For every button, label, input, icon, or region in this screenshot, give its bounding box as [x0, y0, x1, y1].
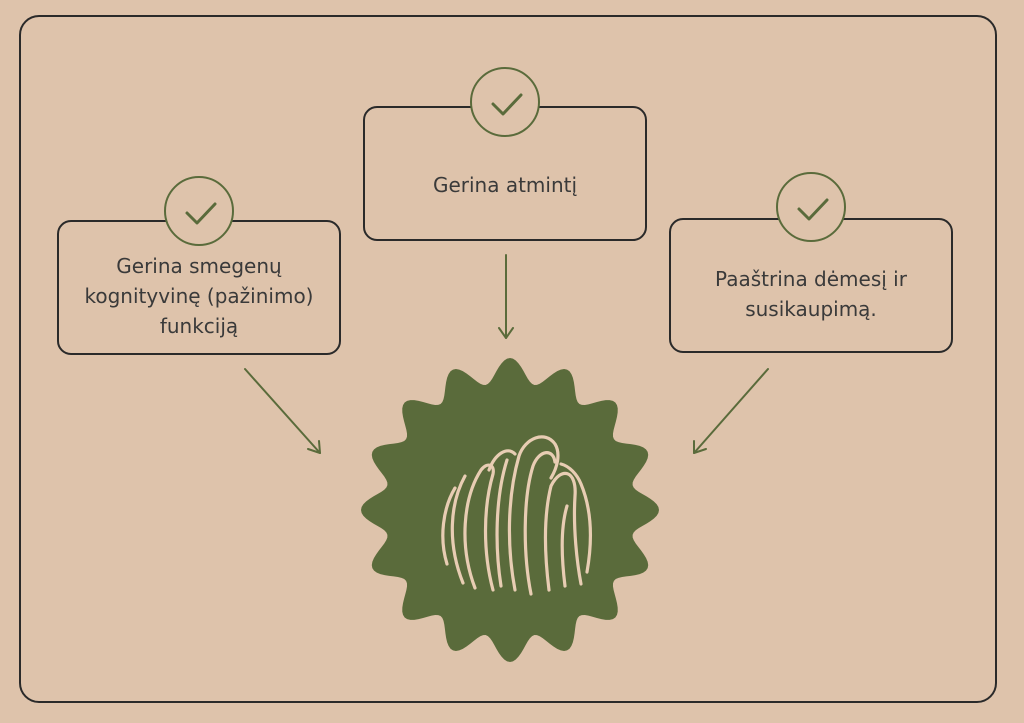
card-line: Gerina atmintį: [432, 172, 578, 197]
arrow-left-to-badge: [244, 368, 321, 454]
card-line: Paaštrina dėmesį ir: [715, 266, 907, 291]
checkmark-icon: [164, 176, 234, 246]
mushroom-icon: [441, 435, 592, 596]
checkmark-icon: [776, 172, 846, 242]
checkmark-icon: [470, 67, 540, 137]
mushroom-badge: [361, 358, 659, 662]
card-line: funkciją: [159, 313, 239, 338]
benefit-card-cognitive: Gerina smegenų kognityvinę (pažinimo) fu…: [57, 220, 341, 355]
arrow-right-to-badge: [693, 368, 769, 454]
card-line: susikaupimą.: [745, 296, 877, 321]
diagram-frame: [19, 15, 997, 703]
card-line: Gerina smegenų: [116, 253, 282, 278]
arrow-center-to-badge: [498, 254, 514, 339]
card-line: kognityvinę (pažinimo): [84, 283, 314, 308]
benefit-card-focus: Paaštrina dėmesį ir susikaupimą.: [669, 218, 953, 353]
